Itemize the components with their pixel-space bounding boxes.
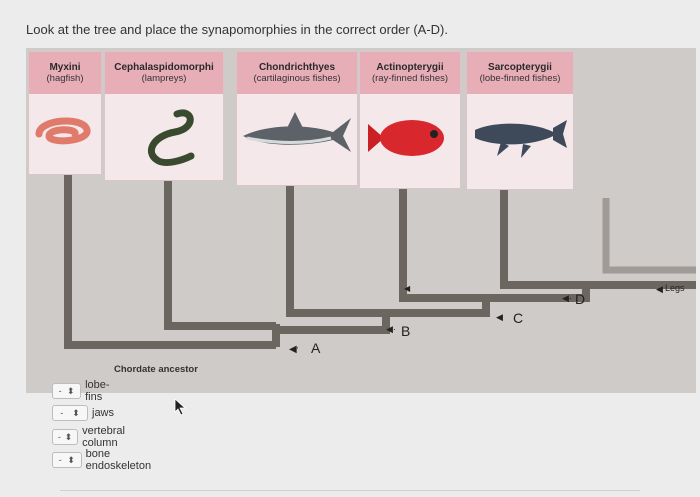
branch-lampreys [164, 176, 276, 330]
taxon-card-lampreys: Cephalaspidomorphi (lampreys) [104, 51, 224, 181]
taxon-card-myxini: Myxini (hagfish) [28, 51, 102, 175]
branch-chondrichthyes [286, 181, 386, 317]
answer-text: lobe-fins [85, 379, 110, 403]
node-a-marker: ◀' [289, 344, 299, 355]
select-arrows-icon: ⬍ [64, 431, 73, 442]
branch-myxini [64, 170, 276, 349]
legs-marker: ◀ [656, 284, 663, 294]
taxon-name: Cephalaspidomorphi [114, 62, 214, 73]
node-marker: ◀ [404, 284, 411, 293]
answer-row: - ⬍ jaws [52, 404, 114, 422]
answer-row: - ⬍ vertebral column [52, 425, 135, 449]
node-a-label: A [311, 340, 321, 356]
branch-tetrapods [602, 198, 696, 274]
order-select[interactable]: - ⬍ [52, 452, 82, 468]
select-arrows-icon: ⬍ [72, 407, 80, 418]
answer-text: bone endoskeleton [85, 448, 152, 472]
branch-b-to-c [386, 298, 490, 317]
select-arrows-icon: ⬍ [66, 385, 75, 396]
node-c-label: C [513, 310, 524, 326]
taxon-common-name: (cartilaginous fishes) [253, 73, 341, 84]
order-select[interactable]: - ⬍ [52, 383, 82, 399]
ray-finned-fish-image [360, 94, 460, 188]
taxon-card-sarcopterygii: Sarcopterygii (lobe-finned fishes) [466, 51, 574, 190]
node-d-marker: ◀· [562, 293, 572, 303]
mouse-pointer-icon [174, 398, 188, 421]
legs-label: Legs [665, 283, 685, 293]
branch-c-to-d [486, 285, 590, 302]
taxon-name: Myxini [49, 62, 81, 73]
taxon-common-name: (lampreys) [141, 73, 187, 84]
order-select[interactable]: - ⬍ [52, 429, 79, 445]
taxon-card-actinopterygii: Actinopterygii (ray-finned fishes) [359, 51, 461, 189]
node-d-label: D [575, 291, 586, 307]
lobe-finned-fish-image [467, 94, 573, 189]
branch-sarcopterygii [500, 186, 586, 289]
taxon-common-name: (ray-finned fishes) [371, 73, 449, 84]
taxon-card-chondrichthyes: Chondrichthyes (cartilaginous fishes) [236, 51, 358, 186]
select-arrows-icon: ⬍ [67, 454, 75, 465]
node-c-marker: ◀ [496, 312, 503, 322]
branch-actinopterygii [399, 185, 486, 302]
taxon-common-name: (hagfish) [46, 73, 84, 84]
phylogenetic-tree-figure: Myxini (hagfish) Cephalaspidomorphi (lam… [26, 48, 696, 393]
taxon-common-name: (lobe-finned fishes) [479, 73, 561, 84]
tree-branches [64, 170, 696, 349]
chordate-ancestor-label: Chordate ancestor [114, 364, 198, 375]
question-text: Look at the tree and place the synapomor… [26, 22, 448, 37]
answer-row: - ⬍ lobe-fins [52, 379, 116, 403]
divider [60, 490, 640, 491]
answer-row: - ⬍ bone endoskeleton [52, 448, 157, 472]
taxon-name: Chondrichthyes [258, 62, 336, 73]
taxon-name: Sarcopterygii [488, 62, 552, 73]
shark-image [237, 94, 357, 185]
taxon-name: Actinopterygii [376, 62, 444, 73]
node-b-label: B [401, 323, 411, 339]
branch-a-to-b [276, 313, 390, 334]
answer-text: vertebral column [82, 425, 125, 449]
lamprey-image [105, 94, 223, 180]
answer-text: jaws [92, 407, 115, 419]
node-b-marker: ◀· [386, 324, 396, 334]
hagfish-image [29, 94, 101, 174]
order-select[interactable]: - ⬍ [52, 405, 88, 421]
